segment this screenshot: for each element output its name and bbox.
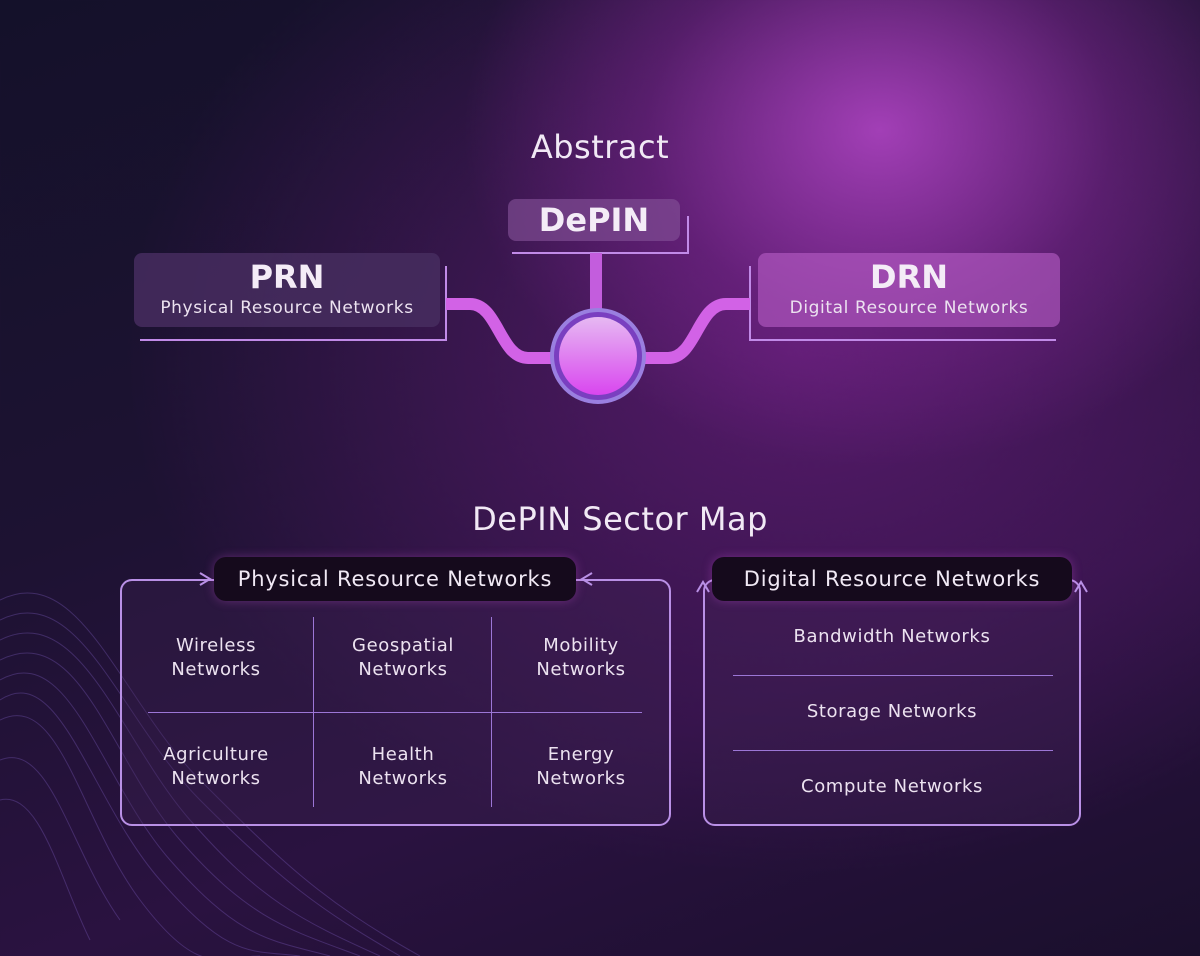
physical-grid-hline (148, 712, 642, 713)
sector-cell-health: Health Networks (358, 744, 448, 789)
prn-title: PRN (249, 258, 325, 296)
prn-connector (446, 298, 560, 364)
physical-networks-label: Physical Resource Networks (237, 567, 553, 591)
digital-grid-hline (733, 750, 1053, 751)
drn-subtitle: Digital Resource Networks (789, 298, 1029, 318)
prn-subtitle: Physical Resource Networks (160, 298, 414, 318)
sector-cell-agriculture: Agriculture Networks (163, 744, 269, 789)
sector-row-bandwidth: Bandwidth Networks (793, 626, 991, 647)
depin-box: DePIN (508, 199, 680, 241)
sector-map-title: DePIN Sector Map (472, 500, 768, 538)
drn-box: DRN Digital Resource Networks (758, 253, 1060, 327)
depin-label: DePIN (538, 201, 650, 239)
sector-row-compute: Compute Networks (801, 776, 983, 797)
drn-connector (636, 298, 750, 364)
sector-cell-wireless: Wireless Networks (171, 635, 261, 680)
depin-node (550, 308, 646, 404)
sector-cell-geospatial: Geospatial Networks (352, 635, 454, 680)
digital-grid-hline (733, 675, 1053, 676)
digital-panel (703, 579, 1081, 826)
digital-networks-label: Digital Resource Networks (743, 567, 1041, 591)
depin-stem (590, 253, 602, 313)
sector-row-storage: Storage Networks (806, 701, 978, 722)
prn-box: PRN Physical Resource Networks (134, 253, 440, 327)
drn-title: DRN (870, 258, 948, 296)
physical-networks-pill: Physical Resource Networks (214, 557, 576, 601)
sector-cell-energy: Energy Networks (536, 744, 626, 789)
abstract-title: Abstract (530, 128, 670, 166)
sector-cell-mobility: Mobility Networks (536, 635, 626, 680)
digital-networks-pill: Digital Resource Networks (712, 557, 1072, 601)
